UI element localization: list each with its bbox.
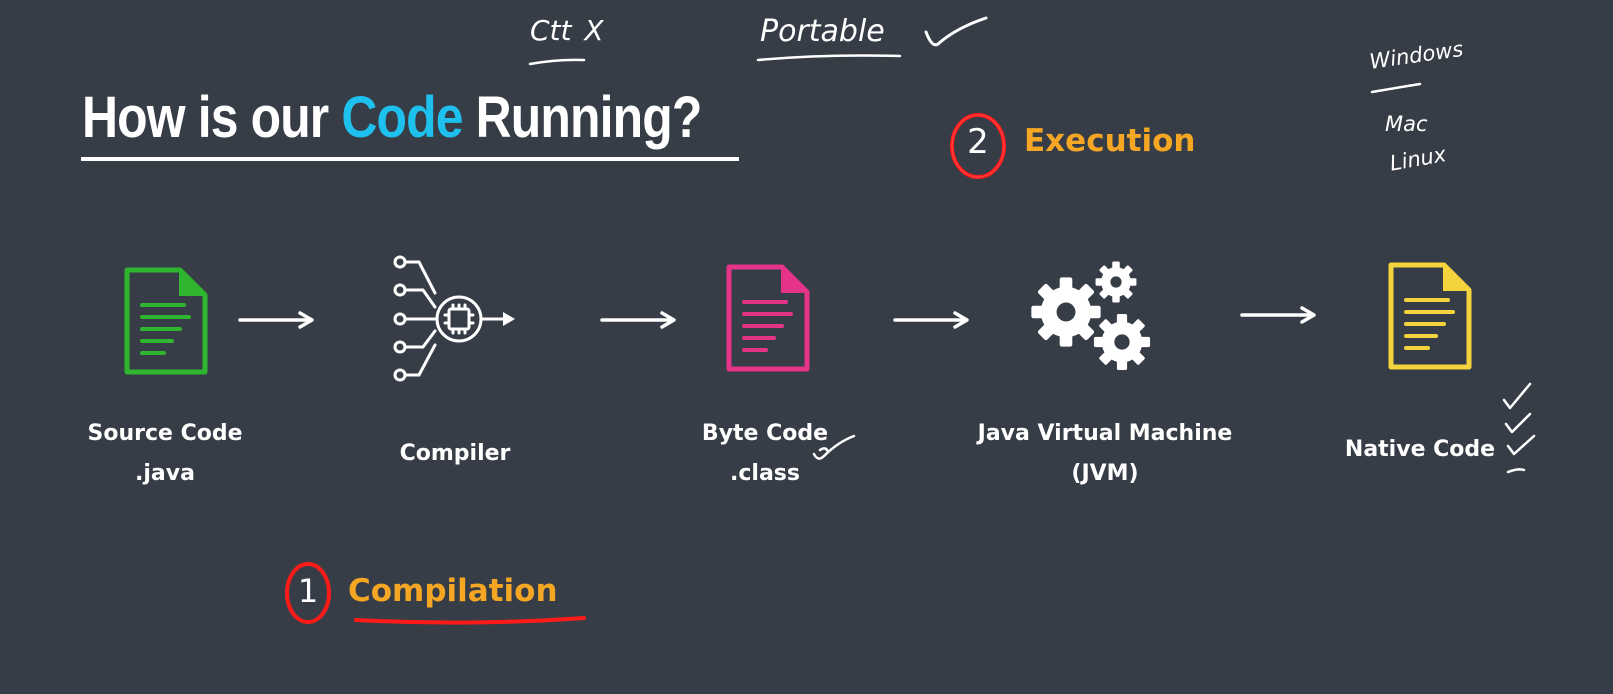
native-checks-icon <box>1502 382 1536 474</box>
arrow-jvm-to-native <box>1240 306 1316 324</box>
source-code-line1: Source Code <box>87 421 243 446</box>
compiler-chip-icon <box>393 255 515 382</box>
compiler-line1: Compiler <box>399 441 511 466</box>
handwritten-mac: Mac <box>1385 112 1428 136</box>
compilation-number: 1 <box>297 572 319 610</box>
handwritten-linux: Linux <box>1388 142 1448 176</box>
arrow-source-to-compiler <box>238 311 314 329</box>
title-highlight: Code <box>341 85 463 150</box>
bytecode-line2: .class <box>730 461 800 486</box>
native-code-line1: Native Code <box>1344 437 1496 462</box>
native-file-icon <box>1388 262 1472 370</box>
portable-check-icon <box>924 16 988 47</box>
arrow-bytecode-to-jvm <box>893 311 969 329</box>
title-suffix: Running? <box>462 85 703 150</box>
compilation-circle-icon <box>285 562 331 624</box>
windows-underline <box>1370 82 1422 94</box>
compilation-label: Compilation <box>348 573 558 609</box>
execution-label: Execution <box>1024 123 1196 159</box>
source-file-icon <box>124 267 208 375</box>
gears-icon <box>1031 261 1151 371</box>
source-code-label: Source Code .java <box>70 414 260 494</box>
ctt-underline <box>528 58 586 66</box>
source-code-line2: .java <box>135 461 195 486</box>
bytecode-label: Byte Code .class <box>675 414 855 494</box>
handwritten-portable: Portable <box>760 14 885 49</box>
bytecode-file-icon <box>726 264 810 372</box>
arrow-compiler-to-bytecode <box>600 311 676 329</box>
bytecode-check-icon <box>812 434 856 460</box>
bytecode-line1: Byte Code <box>701 421 829 446</box>
jvm-line1: Java Virtual Machine <box>977 421 1233 446</box>
execution-number: 2 <box>967 122 989 162</box>
jvm-line2: (JVM) <box>1071 461 1139 486</box>
native-code-label: Native Code <box>1335 430 1505 470</box>
compilation-underline <box>354 616 586 625</box>
title-underline <box>81 157 739 161</box>
handwritten-ctt-mark: X <box>584 14 604 47</box>
jvm-label: Java Virtual Machine (JVM) <box>960 414 1250 494</box>
compiler-label: Compiler <box>370 434 540 474</box>
execution-circle-icon <box>950 113 1006 179</box>
handwritten-ctt-text: Ctt <box>530 14 572 47</box>
handwritten-windows: Windows <box>1368 36 1465 74</box>
title-prefix: How is our <box>82 85 342 150</box>
portable-underline <box>756 54 902 62</box>
page-title: How is our Code Running? <box>82 84 703 151</box>
handwritten-ctt: Ctt X <box>530 14 604 47</box>
